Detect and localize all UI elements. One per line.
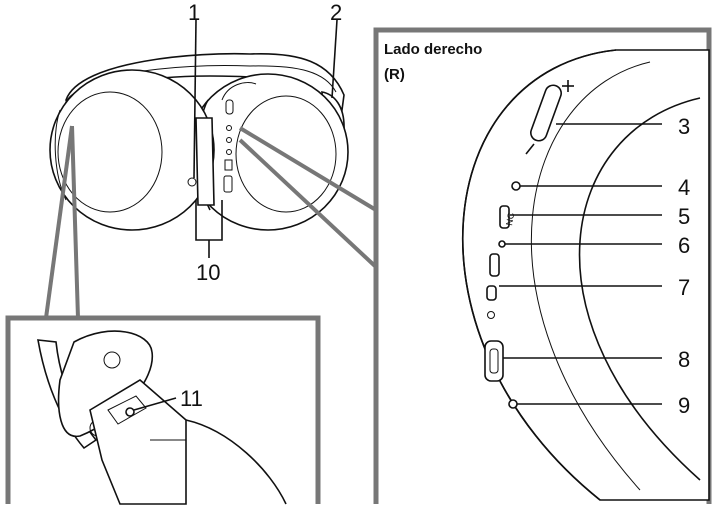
callout-8: 8 [678, 347, 690, 372]
led-indicator [511, 181, 521, 191]
right-controls-strip [221, 82, 257, 193]
callout-2: 2 [330, 0, 342, 25]
panel-title-line1: Lado derecho [384, 41, 482, 58]
right-earcup [187, 73, 349, 231]
guide-lines [44, 125, 378, 319]
panel-title-line2: (R) [384, 66, 405, 83]
callout-4: 4 [678, 175, 690, 200]
usb-port [484, 340, 504, 382]
left-earcup-hole [187, 177, 197, 187]
callout-11: 11 [180, 386, 203, 411]
closeup-leaders [499, 123, 662, 405]
callout-6: 6 [678, 233, 690, 258]
callout-7: 7 [678, 275, 690, 300]
side-controls: NC [484, 80, 574, 409]
callout-1: 1 [188, 0, 200, 25]
nc-button [499, 205, 510, 229]
headphones-overview [49, 19, 349, 258]
left-earcup [49, 69, 215, 231]
left-earcup-closeup [5, 315, 321, 505]
callout-5: 5 [678, 204, 690, 229]
callout-10: 10 [196, 260, 220, 285]
audio-jack [125, 407, 135, 417]
power-button [489, 253, 500, 277]
callout-3: 3 [678, 114, 690, 139]
volume-rocker [530, 84, 562, 142]
right-earcup-closeup: NC [373, 27, 712, 504]
callout-9: 9 [678, 393, 690, 418]
